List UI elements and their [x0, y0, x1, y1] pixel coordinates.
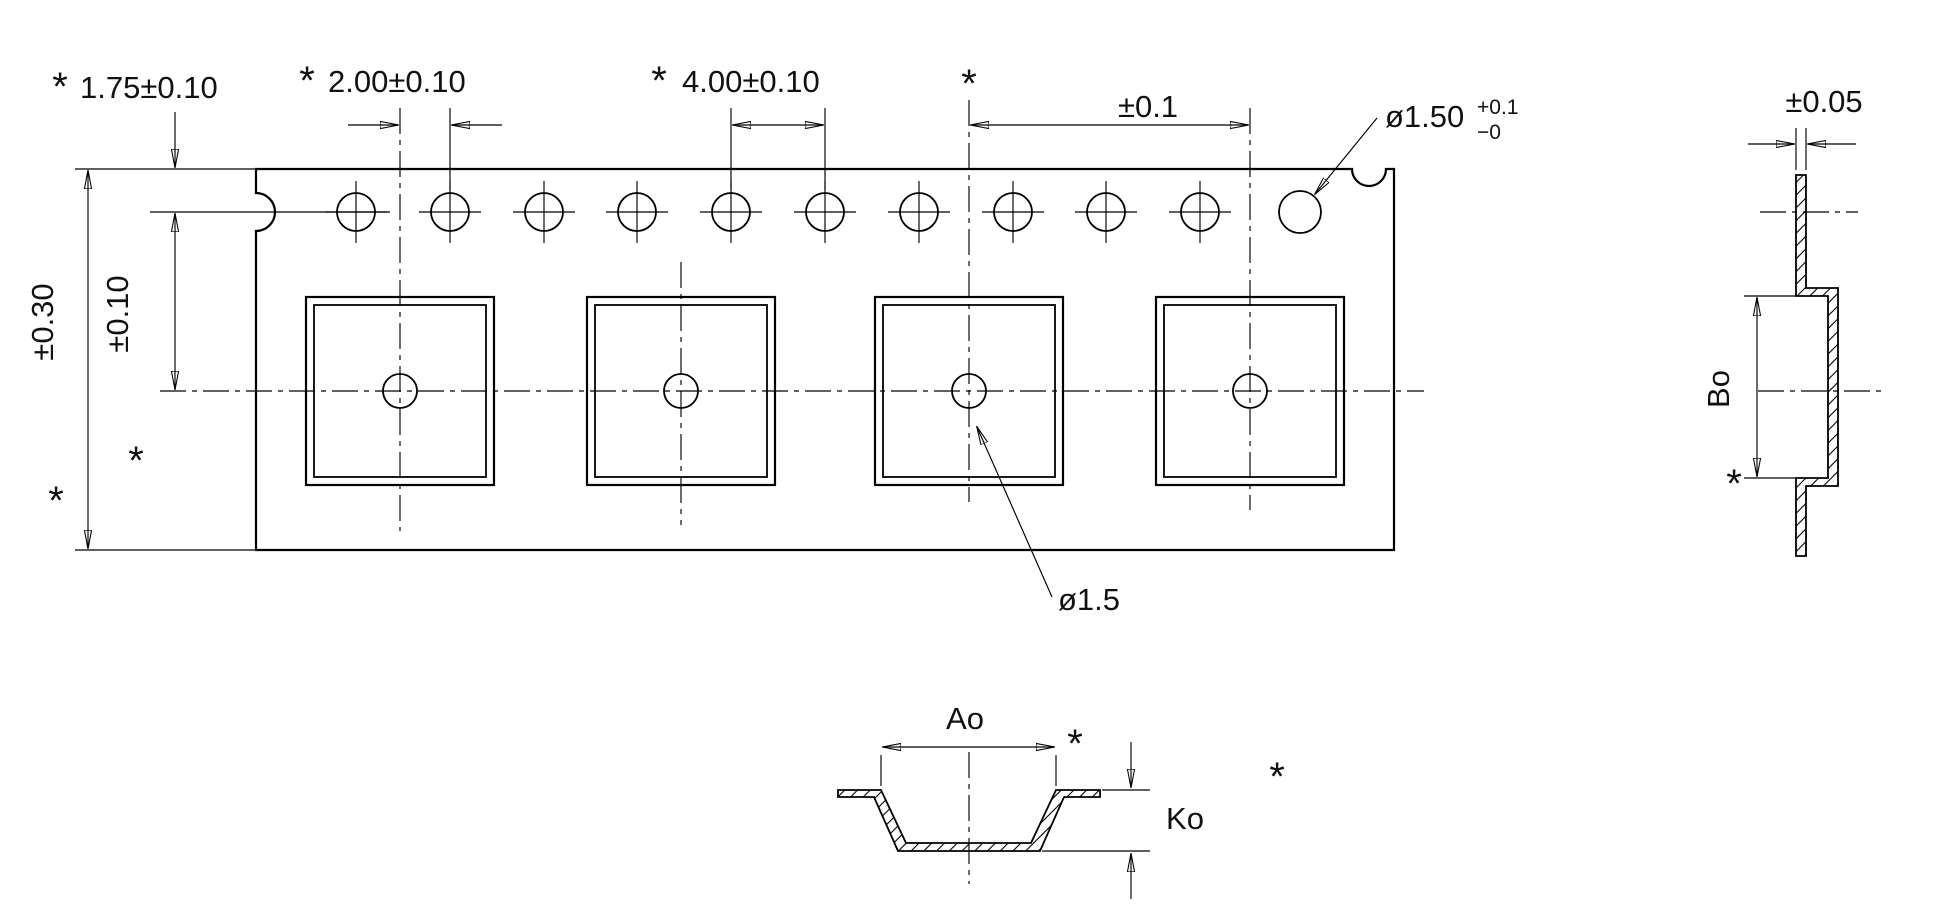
pocket-section-profile: [837, 789, 1101, 852]
dim-label-sprocket-pitch: 4.00±0.10: [682, 64, 820, 99]
dim-label-Ao: Ao: [946, 701, 984, 736]
sprocket-hole: [512, 180, 576, 244]
asterisk-mark: *: [48, 479, 64, 523]
sprocket-hole: [699, 180, 763, 244]
dim-label-Ko: Ko: [1166, 801, 1204, 836]
dim-label-Bo: Bo: [1701, 370, 1736, 408]
dim-label-edge-to-pocket-center-tol: ±0.10: [100, 275, 135, 352]
asterisk-mark: *: [52, 65, 68, 109]
dimensioned-sprocket-hole: [1278, 190, 1322, 234]
dim-label-sprocket-hole-dia: ø1.50: [1385, 99, 1464, 134]
sprocket-hole: [418, 180, 482, 244]
dim-label-tape-width-tol: ±0.30: [25, 283, 60, 360]
dim-label-thickness-tol: ±0.05: [1785, 84, 1862, 119]
asterisk-mark: *: [128, 439, 144, 483]
asterisk-mark: *: [1269, 755, 1285, 799]
asterisk-mark: *: [651, 59, 667, 103]
sprocket-hole: [1074, 180, 1138, 244]
leader-line-sprocket-hole-dia: [1315, 117, 1378, 194]
dim-label-sprocket-to-pocket: 2.00±0.10: [328, 64, 466, 99]
sprocket-hole: [887, 180, 951, 244]
dim-label-sprocket-hole-tol-plus: +0.1: [1477, 96, 1518, 119]
dim-label-sprocket-hole-tol-minus: −0: [1477, 121, 1501, 144]
dim-label-pocket-pitch-tol: ±0.1: [1118, 89, 1178, 124]
dim-label-tape-edge-to-sprocket: 1.75±0.10: [80, 70, 218, 105]
dim-label-center-hole-dia: ø1.5: [1058, 582, 1120, 617]
sprocket-hole: [981, 180, 1045, 244]
tape-outline: [254, 167, 1396, 552]
sprocket-hole: [1168, 180, 1232, 244]
sprocket-hole: [605, 180, 669, 244]
asterisk-mark: *: [299, 59, 315, 103]
leader-line-center-hole-dia: [977, 427, 1053, 598]
asterisk-mark: *: [1067, 722, 1083, 766]
side-section-profile: [1795, 174, 1839, 557]
sprocket-hole: [793, 180, 857, 244]
asterisk-mark: *: [961, 62, 977, 106]
asterisk-mark: *: [1726, 462, 1742, 506]
